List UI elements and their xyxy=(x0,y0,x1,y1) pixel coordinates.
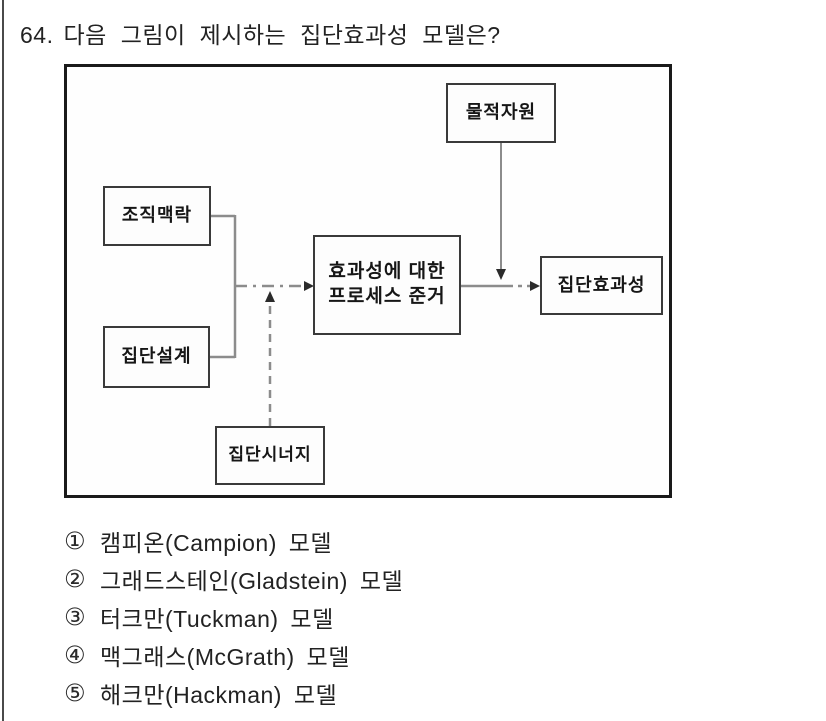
page-column-divider xyxy=(2,0,4,721)
box-group-effectiveness: 집단효과성 xyxy=(540,256,663,315)
option-1: ① 캠피온(Campion) 모델 xyxy=(64,522,403,560)
box-group-effectiveness-label: 집단효과성 xyxy=(557,274,646,295)
question-body: 다음 그림이 제시하는 집단효과성 모델은? xyxy=(63,22,501,48)
question-text: 64. 다음 그림이 제시하는 집단효과성 모델은? xyxy=(20,16,501,50)
box-organizational-context-label: 조직맥락 xyxy=(121,205,193,226)
box-process-criteria-line2: 프로세스 준거 xyxy=(328,286,446,307)
box-organizational-context: 조직맥락 xyxy=(103,186,211,246)
option-5-number: ⑤ xyxy=(64,679,87,707)
option-2: ② 그래드스테인(Gladstein) 모델 xyxy=(64,560,403,598)
option-3: ③ 터크만(Tuckman) 모델 xyxy=(64,598,403,636)
option-4: ④ 맥그래스(McGrath) 모델 xyxy=(64,636,403,674)
option-4-label: 맥그래스(McGrath) 모델 xyxy=(100,644,350,670)
option-3-label: 터크만(Tuckman) 모델 xyxy=(100,606,334,632)
answer-options: ① 캠피온(Campion) 모델 ② 그래드스테인(Gladstein) 모델… xyxy=(64,522,403,712)
option-2-label: 그래드스테인(Gladstein) 모델 xyxy=(100,568,404,594)
option-2-number: ② xyxy=(64,565,87,593)
option-5-label: 해크만(Hackman) 모델 xyxy=(100,682,338,708)
box-group-design: 집단설계 xyxy=(103,326,210,388)
box-group-synergy-label: 집단시너지 xyxy=(228,445,312,465)
option-5: ⑤ 해크만(Hackman) 모델 xyxy=(64,674,403,712)
box-material-resources-label: 물적자원 xyxy=(465,102,537,123)
box-material-resources: 물적자원 xyxy=(446,83,556,143)
option-1-number: ① xyxy=(64,527,87,555)
option-1-label: 캠피온(Campion) 모델 xyxy=(100,530,333,556)
model-diagram: 물적자원 조직맥락 집단설계 효과성에 대한 프로세스 준거 집단효과성 집단시… xyxy=(64,64,672,498)
box-process-criteria: 효과성에 대한 프로세스 준거 xyxy=(313,235,461,335)
box-process-criteria-line1: 효과성에 대한 xyxy=(328,261,446,283)
option-4-number: ④ xyxy=(64,641,87,669)
option-3-number: ③ xyxy=(64,603,87,631)
diagram-connectors xyxy=(210,143,540,426)
box-group-synergy: 집단시너지 xyxy=(215,426,325,485)
box-group-design-label: 집단설계 xyxy=(121,346,192,367)
question-number: 64. xyxy=(20,22,54,48)
